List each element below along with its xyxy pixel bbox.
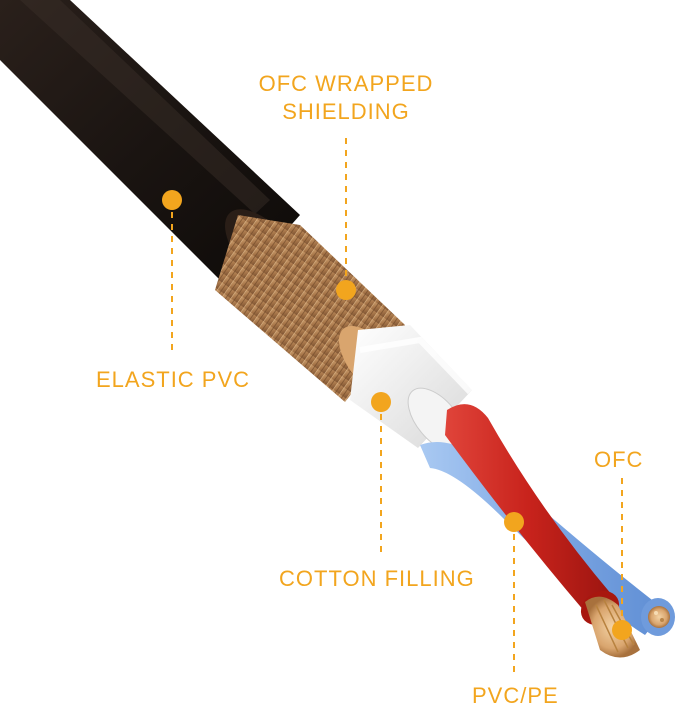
dot-cotton [371,392,391,412]
pvc-pe-label: PVC/PE [472,683,559,707]
ofc-label: OFC [594,447,644,472]
cotton-filling-label: COTTON FILLING [279,566,475,591]
dot-ofc [612,620,632,640]
shielding-label-line1: OFC WRAPPED [258,71,434,96]
dot-shielding [336,280,356,300]
leader-lines [171,138,623,678]
dot-pvc-pe [504,512,524,532]
blue-copper-core [648,606,670,628]
callout-dots [162,190,632,640]
shielding-label: OFC WRAPPED SHIELDING [246,70,446,126]
elastic-pvc-label: ELASTIC PVC [96,367,251,392]
shielding-label-line2: SHIELDING [282,99,410,124]
red-conductor [445,404,612,612]
jacket-highlight [20,0,270,214]
dot-elastic-pvc [162,190,182,210]
outer-jacket [0,0,300,292]
